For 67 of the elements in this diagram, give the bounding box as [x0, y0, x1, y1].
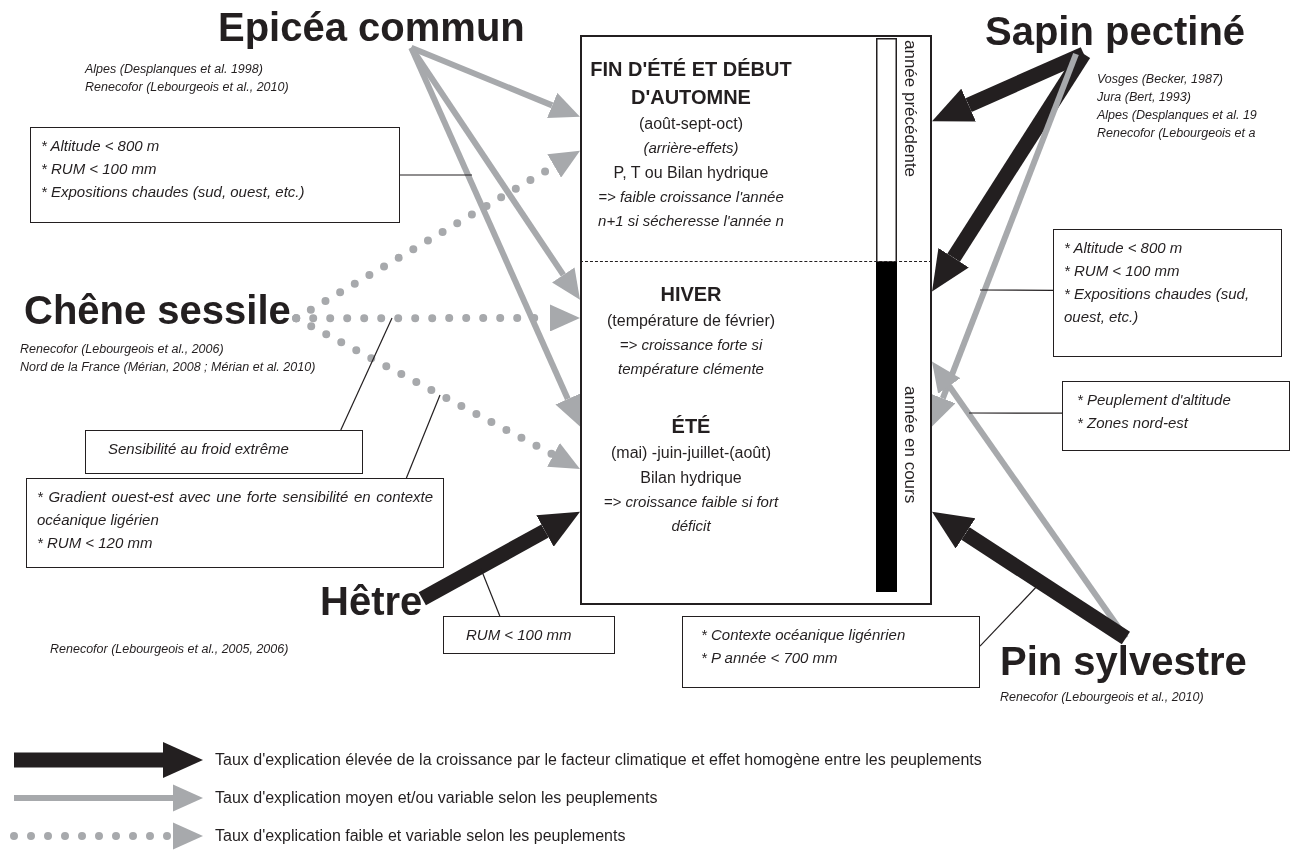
note-box: [443, 616, 615, 654]
season-text: => croissance faible si fort déficit: [602, 492, 780, 536]
leader-line: [968, 412, 1063, 414]
note-text: * RUM < 100 mm: [1064, 261, 1181, 281]
note-text: * Peuplement d'altitude: [1077, 390, 1232, 410]
arrow: [930, 52, 1079, 427]
note-text: * RUM < 120 mm: [37, 533, 154, 553]
note-text: * Expositions chaudes (sud, ouest, etc.): [1064, 284, 1251, 327]
reference-text: Renecofor (Lebourgeois et a: [1097, 125, 1256, 142]
note-box: [26, 478, 444, 568]
reference-text: Renecofor (Lebourgeois et al., 2006): [20, 341, 224, 358]
season-text: Bilan hydrique: [639, 468, 743, 488]
season-heading: FIN D'ÉTÉ ET DÉBUT D'AUTOMNE: [589, 57, 793, 110]
season-text: (mai) -juin-juillet-(août): [610, 443, 772, 463]
species-name: Chêne sessile: [24, 287, 291, 333]
year-label: année en cours: [900, 386, 920, 504]
reference-text: Alpes (Desplanques et al. 1998): [85, 61, 263, 78]
note-text: * P année < 700 mm: [701, 648, 839, 668]
leader-line: [979, 289, 1054, 291]
leader-line: [405, 394, 441, 479]
note-box: [1053, 229, 1282, 357]
note-text: RUM < 100 mm: [466, 625, 573, 645]
year-label: année précédente: [900, 40, 920, 178]
reference-text: Nord de la France (Mérian, 2008 ; Mérian et al. 2010): [20, 359, 316, 376]
note-box: [85, 430, 363, 474]
season-text: => faible croissance l'année n+1 si sécheresse l'année n: [597, 187, 785, 231]
reference-text: Vosges (Becker, 1987): [1097, 71, 1223, 88]
season-text: (août-sept-oct): [637, 114, 744, 134]
reference-text: Alpes (Desplanques et al. 19: [1097, 107, 1257, 124]
arrow: [932, 361, 1129, 640]
legend-text: Taux d'explication élevée de la croissance par le facteur climatique et effet homogène entre les peuplements: [215, 751, 982, 769]
species-name: Pin sylvestre: [1000, 638, 1247, 684]
reference-text: Renecofor (Lebourgeois et al., 2005, 2006): [50, 641, 289, 658]
season-text: (arrière-effets): [642, 138, 740, 158]
note-box: [682, 616, 980, 688]
note-box: [1062, 381, 1290, 451]
note-text: * Zones nord-est: [1077, 413, 1190, 433]
species-name: Epicéa commun: [218, 4, 525, 50]
note-box: [30, 127, 400, 223]
species-name: Hêtre: [320, 578, 423, 624]
season-text: P, T ou Bilan hydrique: [612, 163, 770, 183]
season-heading: ÉTÉ: [670, 414, 712, 439]
season-section: [580, 35, 932, 262]
leader-line: [340, 317, 393, 431]
season-heading: HIVER: [659, 282, 723, 307]
legend-text: Taux d'explication moyen et/ou variable selon les peuplements: [215, 789, 658, 807]
reference-text: Renecofor (Lebourgeois et al., 2010): [1000, 689, 1204, 706]
reference-text: Renecofor (Lebourgeois et al., 2010): [85, 79, 289, 96]
note-text: Sensibilité au froid extrême: [108, 439, 290, 459]
note-text: * Altitude < 800 m: [1064, 238, 1184, 258]
note-text: * Altitude < 800 m: [41, 136, 161, 156]
note-text: * Contexte océanique ligénrien: [701, 625, 907, 645]
arrow: [408, 46, 581, 427]
note-text: * Gradient ouest-est avec une forte sensibilité en contexte océanique ligérien: [37, 487, 433, 530]
leader-line: [399, 174, 473, 176]
legend-text: Taux d'explication faible et variable selon les peuplements: [215, 827, 626, 845]
reference-text: Jura (Bert, 1993): [1097, 89, 1191, 106]
season-text: (température de février): [605, 311, 777, 331]
arrow: [292, 314, 580, 469]
season-text: => croissance forte si température clémente: [617, 335, 765, 379]
arrow: [410, 44, 580, 118]
species-name: Sapin pectiné: [985, 8, 1246, 54]
arrow: [418, 511, 580, 606]
arrow: [932, 47, 1087, 122]
note-text: * RUM < 100 mm: [41, 159, 158, 179]
note-text: * Expositions chaudes (sud, ouest, etc.): [41, 182, 306, 202]
arrow: [932, 511, 1130, 645]
